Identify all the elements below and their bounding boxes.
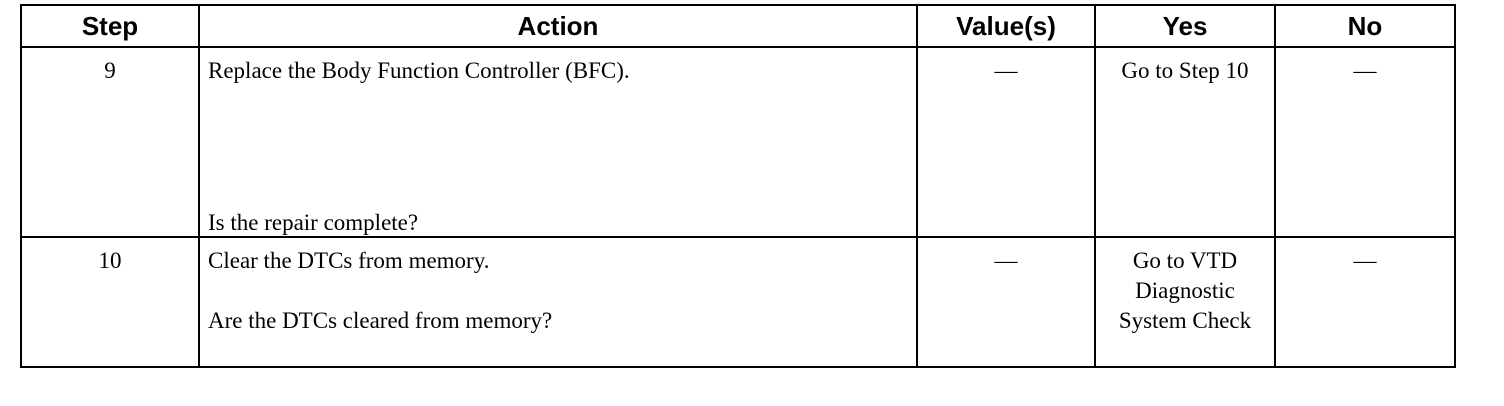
yes-cell: Go to Step 10 — [1094, 46, 1276, 238]
diagnostic-table: Step Action Value(s) Yes No 9 Replace th… — [20, 4, 1456, 368]
action-instruction: Clear the DTCs from memory. — [208, 248, 490, 273]
values-text: — — [994, 58, 1018, 83]
header-no: No — [1274, 4, 1456, 48]
step-cell: 9 — [20, 46, 200, 238]
yes-cell: Go to VTD Diagnostic System Check — [1094, 236, 1276, 368]
action-instruction: Replace the Body Function Controller (BF… — [208, 58, 630, 83]
step-number: 10 — [98, 248, 122, 273]
action-cell: Clear the DTCs from memory. Are the DTCs… — [198, 236, 918, 368]
no-text: — — [1353, 58, 1377, 83]
action-question: Are the DTCs cleared from memory? — [208, 308, 553, 333]
no-cell: — — [1274, 236, 1456, 368]
header-step: Step — [20, 4, 200, 48]
table-row: 10 Clear the DTCs from memory. Are the D… — [20, 236, 1456, 368]
action-question: Is the repair complete? — [208, 210, 419, 235]
no-text: — — [1353, 248, 1377, 273]
yes-text: Go to VTD Diagnostic System Check — [1118, 248, 1252, 333]
values-cell: — — [916, 236, 1096, 368]
step-number: 9 — [104, 58, 116, 83]
table-header-row: Step Action Value(s) Yes No — [20, 4, 1456, 48]
action-cell: Replace the Body Function Controller (BF… — [198, 46, 918, 238]
values-text: — — [994, 248, 1018, 273]
values-cell: — — [916, 46, 1096, 238]
header-action: Action — [198, 4, 918, 48]
no-cell: — — [1274, 46, 1456, 238]
step-cell: 10 — [20, 236, 200, 368]
header-yes: Yes — [1094, 4, 1276, 48]
table-row: 9 Replace the Body Function Controller (… — [20, 46, 1456, 238]
header-values: Value(s) — [916, 4, 1096, 48]
yes-text: Go to Step 10 — [1121, 58, 1249, 83]
